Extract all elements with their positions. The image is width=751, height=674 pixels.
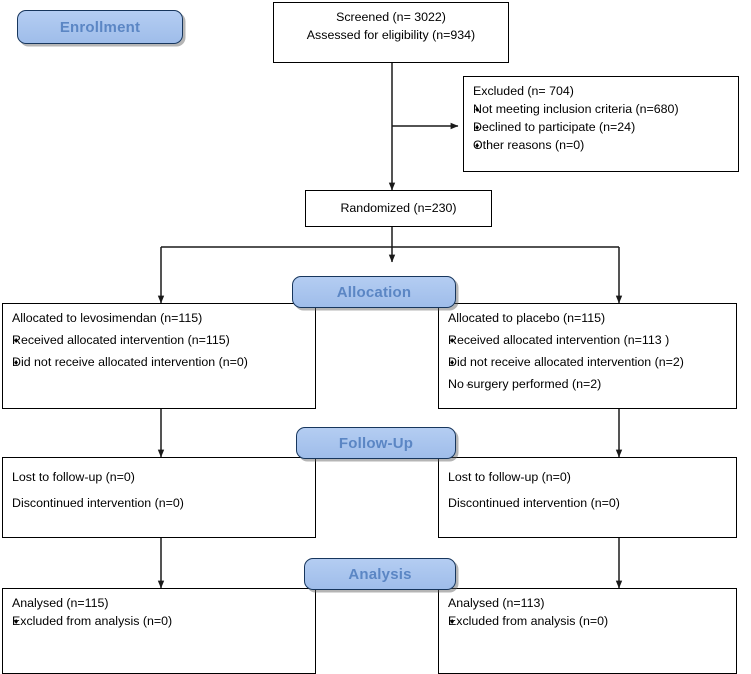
box-screened: Screened (n= 3022) Assessed for eligibil… — [273, 2, 509, 63]
followup-right-line-1: Lost to follow-up (n=0) — [448, 470, 571, 484]
screened-line-2: Assessed for eligibility (n=934) — [306, 28, 476, 43]
box-analysis-right: Analysed (n=113) Excluded from analysis … — [438, 588, 737, 674]
excluded-item: Declined to participate (n=24) — [473, 121, 729, 134]
banner-enrollment: Enrollment — [17, 10, 183, 44]
analysis-left-heading: Analysed (n=115) — [12, 596, 109, 610]
followup-left-line-1: Lost to follow-up (n=0) — [12, 470, 135, 484]
followup-right-line-2: Discontinued intervention (n=0) — [448, 496, 620, 511]
excluded-item: Not meeting inclusion criteria (n=680) — [473, 102, 729, 116]
screened-line-1: Screened (n= 3022) — [336, 10, 446, 24]
box-excluded: Excluded (n= 704) Not meeting inclusion … — [463, 76, 739, 172]
box-allocation-right: Allocated to placebo (n=115) Received al… — [438, 303, 737, 409]
allocation-right-item: Received allocated intervention (n=113 ) — [448, 333, 727, 347]
box-randomized: Randomized (n=230) — [305, 190, 492, 227]
allocation-left-heading: Allocated to levosimendan (n=115) — [12, 311, 203, 325]
allocation-right-subitem: No surgery performed (n=2) — [448, 378, 727, 392]
allocation-left-item: Did not receive allocated intervention (… — [12, 356, 306, 369]
excluded-heading: Excluded (n= 704) — [473, 84, 574, 98]
followup-left-line-2: Discontinued intervention (n=0) — [12, 496, 184, 511]
banner-allocation: Allocation — [292, 276, 456, 308]
analysis-right-heading: Analysed (n=113) — [448, 596, 545, 610]
excluded-item: Other reasons (n=0) — [473, 139, 729, 152]
banner-analysis: Analysis — [304, 558, 456, 590]
analysis-right-item: Excluded from analysis (n=0) — [448, 614, 727, 628]
allocation-right-heading: Allocated to placebo (n=115) — [448, 311, 606, 325]
box-followup-left: Lost to follow-up (n=0) Discontinued int… — [2, 457, 316, 538]
randomized-label: Randomized (n=230) — [340, 200, 457, 215]
box-followup-right: Lost to follow-up (n=0) Discontinued int… — [438, 457, 737, 538]
allocation-left-item: Received allocated intervention (n=115) — [12, 333, 306, 347]
analysis-left-item: Excluded from analysis (n=0) — [12, 614, 306, 628]
allocation-right-item: Did not receive allocated intervention (… — [448, 356, 727, 369]
box-allocation-left: Allocated to levosimendan (n=115) Receiv… — [2, 303, 316, 409]
banner-followup: Follow-Up — [296, 427, 456, 459]
box-analysis-left: Analysed (n=115) Excluded from analysis … — [2, 588, 316, 674]
